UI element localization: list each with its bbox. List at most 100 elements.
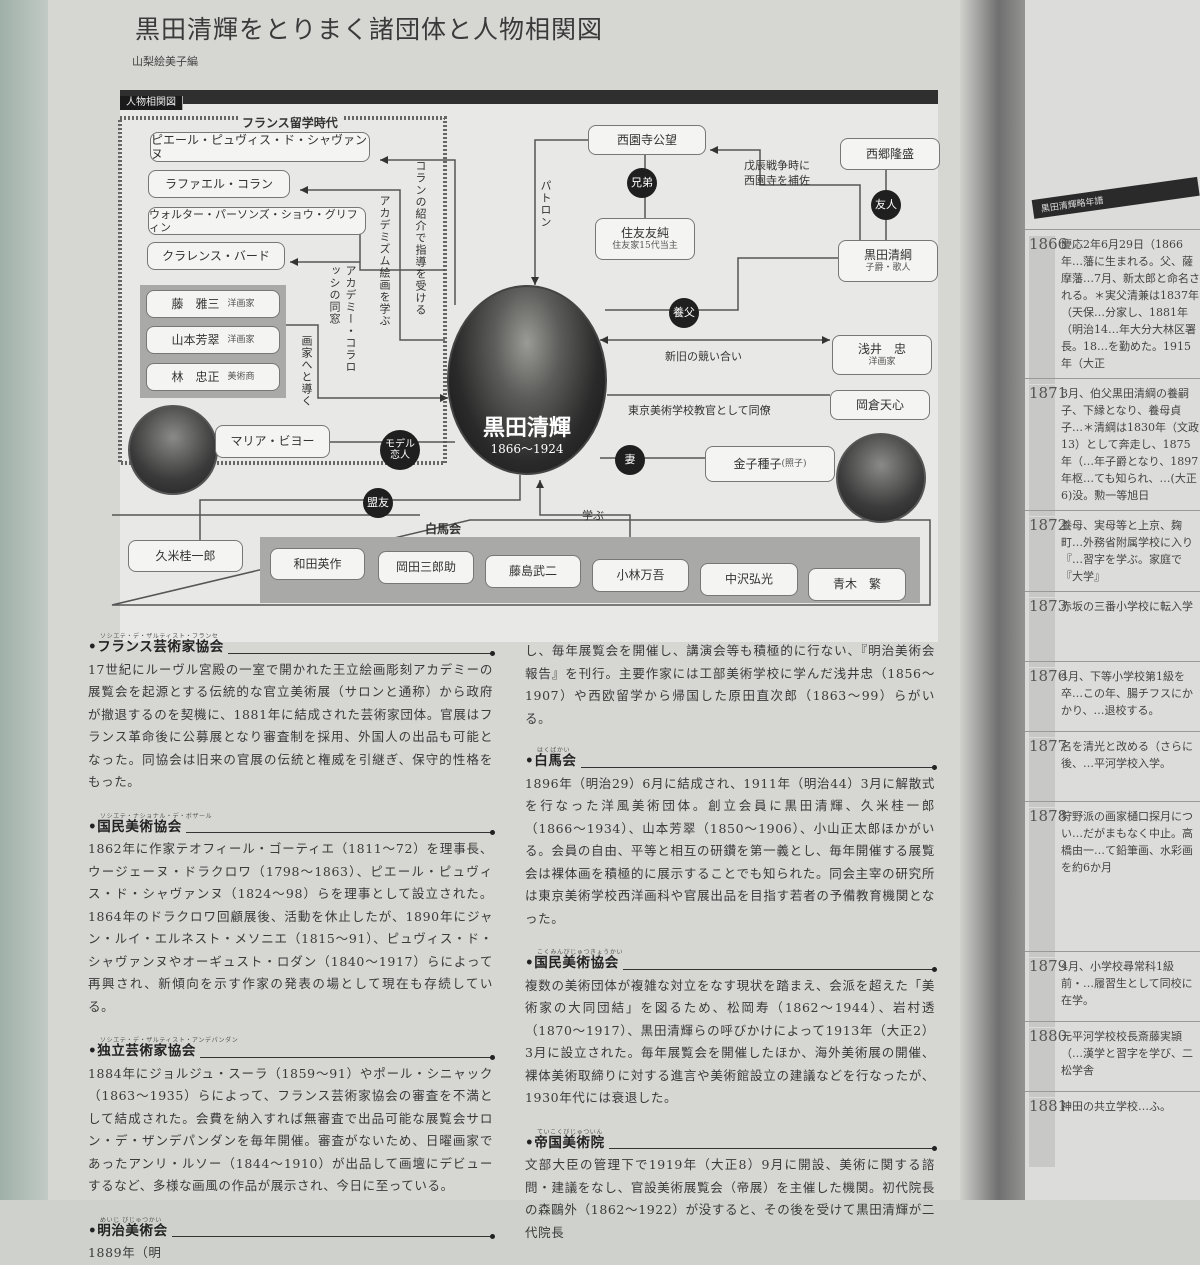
chronology-year: 1877: [1029, 738, 1067, 807]
person-name: ラファエル・コラン: [164, 176, 273, 191]
heading-ruby: はくばかい: [537, 747, 571, 754]
chronology-text: 4月、下等小学校第1級を卒…この年、腸チフスにかかり、…退校する。: [1061, 670, 1193, 717]
section-heading: フランス芸術家協会: [97, 639, 224, 655]
person-hayashi[interactable]: 林 忠正美術商: [146, 363, 280, 391]
label-guide: 画家へと導く: [300, 335, 313, 407]
line-adoptive: [605, 257, 838, 311]
person-kume[interactable]: 久米桂一郎: [128, 540, 243, 572]
member-okada[interactable]: 岡田三郎助: [378, 551, 474, 584]
heading-ruby: めいじ びじゅつかい: [100, 1216, 162, 1224]
member-aoki[interactable]: 青木 繁: [808, 568, 906, 601]
person-name: 住友友純: [620, 226, 669, 241]
person-saionji[interactable]: 西園寺公望: [588, 125, 706, 155]
chronology-text: 3月、伯父黒田清綱の養嗣子、下縁となり、養母貞子…＊清綱は1830年（文政13）…: [1061, 387, 1199, 502]
member-fujishima[interactable]: 藤島武二: [485, 555, 581, 588]
person-name: 西園寺公望: [616, 132, 677, 147]
person-fuji[interactable]: 藤 雅三洋画家: [146, 290, 280, 318]
relation-wife: 妻: [615, 445, 645, 475]
person-kaneko[interactable]: 金子種子(照子): [705, 446, 835, 482]
heading-ruby: こくみんびじゅつきょうかい: [537, 949, 624, 956]
member-kobayashi[interactable]: 小林万吾: [592, 559, 689, 592]
chronology-year: 1866: [1029, 236, 1067, 384]
person-role: 美術商: [227, 371, 255, 382]
chronology-text: 神田の共立学校…ふ。: [1061, 1100, 1171, 1113]
chronology-text: 元平河学校校長斎藤実頴（…漢学と習字を学び、二松学舎: [1061, 1030, 1193, 1077]
person-name: ピエール・ピュヴィス・ド・シャヴァンヌ: [151, 132, 368, 161]
person-puvis[interactable]: ピエール・ピュヴィス・ド・シャヴァンヌ: [150, 132, 370, 162]
section-body: 複数の美術団体が複雑な対立をなす現状を踏まえ、会派を超えた「美術家の大同団結」を…: [525, 977, 935, 1106]
france-period-label: フランス留学時代: [238, 114, 342, 131]
section-heading: 帝国美術院: [534, 1134, 605, 1151]
person-sumitomo[interactable]: 住友友純住友家15代当主: [595, 218, 695, 260]
person-role: 住友家15代当主: [612, 240, 678, 251]
center-name: 黒田清輝: [482, 415, 571, 441]
label-colleague: 東京美術学校教官として同僚: [628, 404, 771, 417]
billault-photo: [128, 405, 218, 495]
chronology-text: 名を清光と改める（さらに後、…平河学校入学。: [1061, 740, 1193, 770]
connector-lines: [111, 116, 931, 606]
line-collin: [380, 159, 456, 305]
person-alt-name: (照子): [781, 458, 807, 469]
label-rivalry: 新旧の競い合い: [665, 350, 742, 363]
person-bird[interactable]: クラレンス・バード: [147, 242, 285, 270]
person-name: ウォルター・パーソンズ・ショウ・グリフィン: [149, 207, 358, 234]
relation-adoptive-father: 養父: [669, 298, 699, 328]
person-okakura[interactable]: 岡倉天心: [830, 390, 930, 420]
section-heading: 国民美術協会: [97, 818, 182, 835]
person-name: 黒田清綱: [863, 248, 912, 263]
relation-model-lover: モデル恋人: [380, 430, 420, 470]
member-nakazawa[interactable]: 中沢弘光: [700, 563, 798, 596]
person-asai[interactable]: 浅井 忠洋画家: [832, 335, 932, 375]
person-name: 中沢弘光: [724, 572, 773, 587]
chronology-text: 養母、実母等と上京、麹町…外務省附属学校に入り『…習字を学ぶ。家庭で『大学』: [1061, 519, 1193, 583]
label-academism: アカデミズム絵画を学ぶ: [378, 195, 391, 327]
person-griffin[interactable]: ウォルター・パーソンズ・ショウ・グリフィン: [148, 207, 366, 235]
label-learn: 学ぶ: [582, 509, 604, 522]
person-name: 小林万吾: [616, 568, 665, 583]
section-body: 1884年にジョルジュ・スーラ（1859〜91）やポール・シニャック（1863〜…: [88, 1065, 493, 1194]
person-collin[interactable]: ラファエル・コラン: [148, 170, 290, 198]
person-name: 岡倉天心: [855, 397, 904, 412]
person-saigo[interactable]: 西郷隆盛: [840, 138, 940, 170]
section-heading: 白馬会: [534, 753, 577, 769]
chronology-text: 狩野派の画家樋口探月につい…だがまもなく中止。高橋由一…て鉛筆画、水彩画を約6か…: [1061, 810, 1193, 874]
person-name: マリア・ビヨー: [230, 434, 315, 449]
section-kokumin: こくみんびじゅつきょうかい•国民美術協会複数の美術団体が複雑な対立をなす現状を踏…: [525, 944, 938, 1110]
line-griffin: [359, 225, 445, 271]
person-name: 和田英作: [293, 556, 342, 571]
heading-ruby: ていこくびじゅついん: [537, 1128, 604, 1136]
person-name: 岡田三郎助: [395, 560, 456, 575]
person-yamamoto[interactable]: 山本芳翠洋画家: [146, 326, 280, 354]
section-body: 1896年（明治29）6月に結成され、1911年（明治44）3月に解散式を行なっ…: [525, 775, 935, 926]
chronology-year: 1873: [1029, 598, 1067, 667]
section-body: 17世紀にルーヴル宮殿の一室で開かれた王立絵画彫刻アカデミーの展覧会を起源とする…: [88, 661, 493, 790]
person-name: 西郷隆盛: [865, 146, 914, 161]
person-billault[interactable]: マリア・ビヨー: [215, 425, 330, 458]
person-role: 洋画家: [227, 334, 255, 345]
person-role: 洋画家: [227, 298, 255, 309]
person-name: 山本芳翠: [171, 332, 220, 347]
editor-credit: 山梨絵美子編: [132, 55, 198, 68]
person-role: 子爵・歌人: [865, 262, 911, 273]
chronology-year: 1880: [1029, 1028, 1067, 1097]
chronology-year: 1878: [1029, 808, 1067, 957]
relation-brothers: 兄弟: [627, 168, 657, 198]
chronology-year: 1872: [1029, 517, 1067, 597]
person-kiyotsuna[interactable]: 黒田清綱子爵・歌人: [838, 240, 938, 282]
person-name: クラレンス・バード: [162, 248, 270, 263]
member-wada[interactable]: 和田英作: [270, 548, 365, 580]
france-period-frame: [118, 116, 447, 465]
person-name: 金子種子: [733, 456, 782, 471]
line-boshin: [710, 149, 861, 240]
diagram-section-label: 人物相関図: [120, 96, 183, 110]
